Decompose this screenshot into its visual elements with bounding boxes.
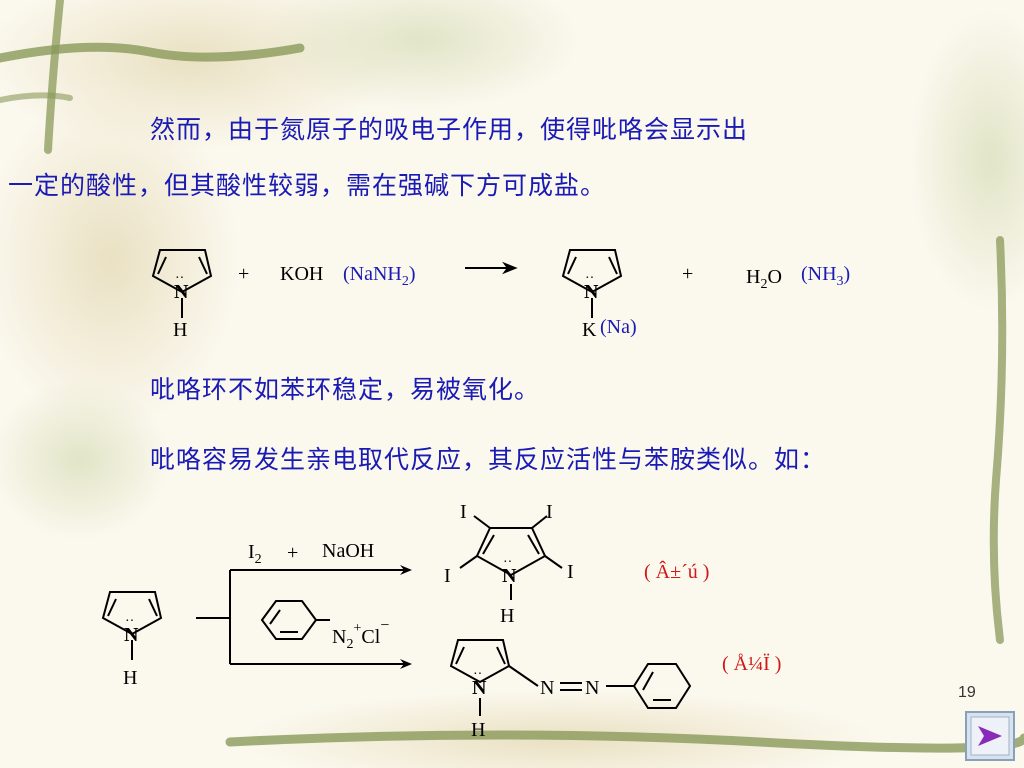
lower-reagent-minus: −: [380, 617, 389, 634]
paragraph1-line1: 然而，由于氮原子的吸电子作用，使得吡咯会显示出: [150, 115, 749, 144]
svg-text:N2+Cl−: N2+Cl−: [332, 617, 389, 652]
upper-product-nitrogen: N: [502, 565, 517, 587]
product-nitrogen: N: [584, 281, 599, 303]
lower-reagent-sup: +: [353, 621, 361, 636]
reagent-koh: KOH: [280, 263, 323, 285]
lower-reagent-cl: Cl: [361, 626, 380, 648]
reagent-alt-sub: 2: [402, 274, 409, 289]
paragraph3: 吡咯容易发生亲电取代反应，其反应活性与苯胺类似。如：: [150, 445, 827, 474]
pyrrole-ring-product: [561, 249, 623, 318]
byproduct-o: O: [767, 266, 781, 288]
tetraiodopyrrole-ring: [459, 515, 563, 600]
byproduct-alt-sub: 3: [837, 274, 844, 289]
leaf-decoration: [240, 690, 880, 768]
byproduct-h: H: [746, 266, 760, 288]
reactant-hydrogen: H: [123, 667, 137, 689]
svg-text:H2O: H2O: [746, 266, 782, 292]
upper-reagent-iodine: I: [248, 541, 255, 563]
product-potassium: K: [582, 319, 597, 341]
page-number: 19: [958, 684, 976, 701]
upper-product-hydrogen: H: [500, 605, 514, 627]
reactant-hydrogen: H: [173, 319, 187, 341]
reagent-alt-close: ): [409, 263, 416, 285]
svg-text:··: ··: [585, 271, 594, 286]
pyrrole-ring-reactant: [101, 591, 163, 660]
svg-text:I2: I2: [248, 541, 262, 567]
paragraph1-line2: 一定的酸性，但其酸性较弱，需在强碱下方可成盐。: [8, 171, 607, 200]
svg-text:(NaNH2): (NaNH2): [343, 263, 416, 289]
bamboo-stroke: [989, 236, 1007, 644]
svg-text:··: ··: [175, 271, 184, 286]
bamboo-stroke: [0, 92, 73, 103]
reagent-alt: (NaNH: [343, 263, 402, 285]
leaf-decoration: [910, 10, 1024, 310]
iodine-2: I: [546, 501, 553, 523]
lower-product-hydrogen: H: [471, 719, 485, 741]
upper-plus: +: [287, 542, 298, 564]
arrow-head: [400, 565, 412, 575]
lower-product-nitrogen: N: [472, 677, 487, 699]
upper-reagent-naoh: NaOH: [322, 540, 374, 562]
bamboo-stroke: [44, 0, 64, 154]
next-arrow-icon[interactable]: [964, 710, 1016, 762]
azo-pyrrole-ring: [449, 639, 634, 716]
upper-reagent-iodine-sub: 2: [255, 552, 262, 567]
arrow-head: [400, 659, 412, 669]
byproduct-sub: 2: [760, 277, 767, 292]
reactant-nitrogen: N: [124, 624, 139, 646]
iodine-1: I: [460, 501, 467, 523]
plus-sign: +: [238, 263, 249, 285]
byproduct-alt: (NH: [801, 263, 837, 285]
lower-reagent-sub: 2: [346, 637, 353, 652]
reactant-nitrogen: N: [174, 281, 189, 303]
paragraph2: 吡咯环不如苯环稳定，易被氧化。: [150, 375, 541, 404]
leaf-decoration: [0, 90, 240, 430]
iodine-4: I: [567, 561, 574, 583]
pyrrole-ring-reactant: [151, 249, 213, 318]
svg-text:··: ··: [473, 667, 482, 682]
svg-text:(NH3): (NH3): [801, 263, 850, 289]
upper-product-label: ( Â±´ú ): [644, 560, 709, 583]
benzene-ring-product: [632, 663, 692, 709]
leaf-decoration: [0, 380, 170, 540]
leaf-decoration: [260, 0, 580, 110]
branch-arrows: [196, 569, 408, 665]
benzene-ring-reagent: [260, 600, 330, 640]
plus-sign: +: [682, 263, 693, 285]
reaction-arrow: [465, 261, 518, 275]
iodine-3: I: [444, 565, 451, 587]
lower-product-label: ( Å¼Ï ): [722, 652, 781, 675]
product-sodium-alt: (Na): [600, 316, 637, 338]
svg-text:··: ··: [503, 555, 512, 570]
lower-reagent-n: N: [332, 626, 346, 648]
azo-nitrogen-1: N: [540, 677, 554, 699]
byproduct-alt-close: ): [844, 263, 851, 285]
azo-nitrogen-2: N: [585, 677, 599, 699]
svg-text:··: ··: [125, 614, 134, 629]
